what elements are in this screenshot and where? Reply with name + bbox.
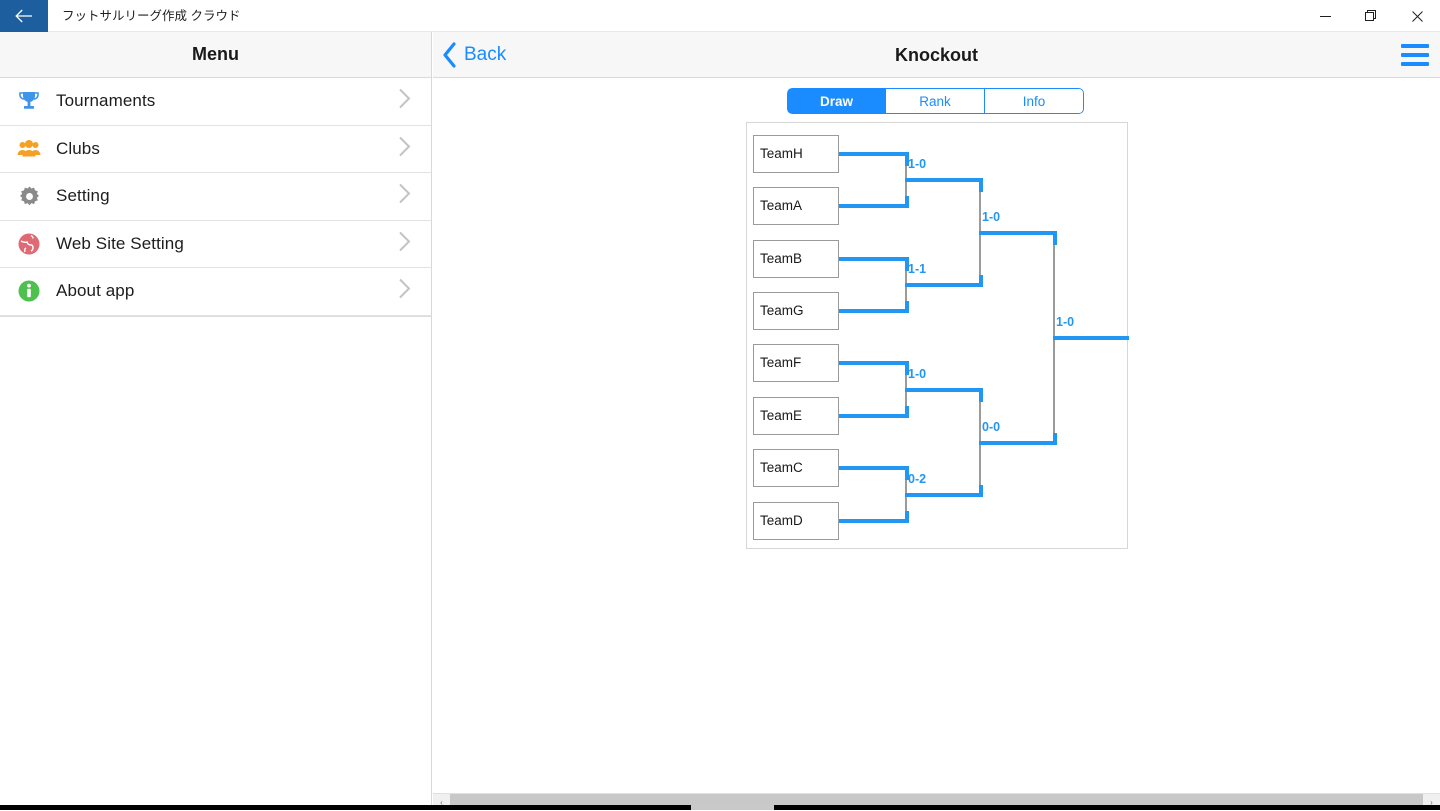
- bracket-connector: [839, 257, 909, 261]
- bracket-connector: [979, 441, 1057, 445]
- sidebar-item-web-site-setting[interactable]: Web Site Setting: [0, 221, 431, 269]
- bracket-team-box[interactable]: TeamF: [753, 344, 839, 382]
- tab-draw[interactable]: Draw: [787, 88, 886, 114]
- window-title: フットサルリーグ作成 クラウド: [62, 0, 240, 32]
- chevron-right-icon: [398, 230, 411, 257]
- bracket-connector: [1053, 231, 1057, 245]
- tab-info[interactable]: Info: [985, 88, 1084, 114]
- chevron-right-icon: [398, 183, 411, 210]
- bracket-connector: [839, 414, 909, 418]
- bracket-team-box[interactable]: TeamH: [753, 135, 839, 173]
- view-mode-tabs: Draw Rank Info: [787, 88, 1084, 114]
- sidebar-item-label: Tournaments: [56, 91, 155, 111]
- bracket-connector: [979, 388, 983, 402]
- globe-icon: [14, 229, 44, 259]
- window-controls: [1302, 0, 1440, 32]
- minimize-icon: [1320, 11, 1331, 22]
- bracket-connector: [905, 511, 909, 523]
- knockout-bracket: TeamH TeamA TeamB TeamG TeamF TeamE Team…: [746, 122, 1128, 549]
- bracket-connector: [905, 406, 909, 418]
- bracket-connector: [839, 466, 909, 470]
- bracket-stage: TeamH TeamA TeamB TeamG TeamF TeamE Team…: [747, 123, 1127, 548]
- close-icon: [1412, 11, 1423, 22]
- sidebar-item-about-app[interactable]: About app: [0, 268, 431, 316]
- sidebar-header: Menu: [0, 32, 431, 78]
- chevron-right-icon: [398, 278, 411, 305]
- chevron-right-icon: [398, 88, 411, 115]
- sidebar-menu-list: Tournaments Clubs: [0, 78, 431, 317]
- main-header: Back Knockout: [433, 32, 1440, 78]
- window-maximize-button[interactable]: [1348, 0, 1394, 32]
- bracket-connector: [905, 178, 983, 182]
- hamburger-bar: [1401, 62, 1429, 66]
- trophy-icon: [14, 86, 44, 116]
- window-back-button[interactable]: [0, 0, 48, 32]
- sidebar-item-label: Clubs: [56, 139, 100, 159]
- bracket-connector: [979, 178, 983, 192]
- info-icon: [14, 276, 44, 306]
- bracket-champion-line: [1053, 336, 1129, 340]
- sidebar: Menu Tournaments: [0, 32, 432, 810]
- bracket-connector: [839, 519, 909, 523]
- sidebar-item-label: About app: [56, 281, 134, 301]
- bracket-score[interactable]: 0-0: [982, 420, 1000, 434]
- bracket-team-box[interactable]: TeamC: [753, 449, 839, 487]
- bracket-score[interactable]: 0-2: [908, 472, 926, 486]
- tab-rank[interactable]: Rank: [886, 88, 985, 114]
- bracket-team-box[interactable]: TeamD: [753, 502, 839, 540]
- bracket-team-box[interactable]: TeamB: [753, 240, 839, 278]
- chevron-right-icon: [398, 135, 411, 162]
- bracket-connector: [905, 196, 909, 208]
- bracket-team-box[interactable]: TeamA: [753, 187, 839, 225]
- bracket-connector: [839, 309, 909, 313]
- bracket-score[interactable]: 1-0: [982, 210, 1000, 224]
- sidebar-item-setting[interactable]: Setting: [0, 173, 431, 221]
- bracket-score[interactable]: 1-0: [908, 367, 926, 381]
- people-icon: [14, 134, 44, 164]
- bracket-connector: [979, 231, 1057, 235]
- bracket-connector: [905, 283, 983, 287]
- sidebar-item-label: Web Site Setting: [56, 234, 184, 254]
- bracket-connector: [839, 152, 909, 156]
- bracket-connector: [905, 493, 983, 497]
- sidebar-item-clubs[interactable]: Clubs: [0, 126, 431, 174]
- arrow-left-icon: [15, 9, 33, 23]
- bracket-connector: [839, 204, 909, 208]
- hamburger-menu-icon[interactable]: [1401, 44, 1429, 66]
- window-titlebar: フットサルリーグ作成 クラウド: [0, 0, 1440, 32]
- bracket-score[interactable]: 1-0: [908, 157, 926, 171]
- bracket-connector: [839, 361, 909, 365]
- bracket-score[interactable]: 1-0: [1056, 315, 1074, 329]
- bracket-score[interactable]: 1-1: [908, 262, 926, 276]
- bracket-team-box[interactable]: TeamG: [753, 292, 839, 330]
- hamburger-bar: [1401, 44, 1429, 48]
- sidebar-title: Menu: [192, 44, 239, 65]
- restore-icon: [1365, 10, 1377, 22]
- sidebar-item-label: Setting: [56, 186, 110, 206]
- bracket-connector: [1053, 433, 1057, 445]
- taskbar-indicator: [691, 805, 774, 810]
- bracket-connector: [979, 485, 983, 497]
- hamburger-bar: [1401, 53, 1429, 57]
- window-minimize-button[interactable]: [1302, 0, 1348, 32]
- bracket-connector: [905, 301, 909, 313]
- sidebar-item-tournaments[interactable]: Tournaments: [0, 78, 431, 126]
- bracket-connector: [979, 275, 983, 287]
- main-pane: Back Knockout Draw Rank Info TeamH TeamA…: [433, 32, 1440, 810]
- window-close-button[interactable]: [1394, 0, 1440, 32]
- bracket-connector: [905, 388, 983, 392]
- gear-icon: [14, 181, 44, 211]
- bracket-team-box[interactable]: TeamE: [753, 397, 839, 435]
- page-title: Knockout: [433, 32, 1440, 78]
